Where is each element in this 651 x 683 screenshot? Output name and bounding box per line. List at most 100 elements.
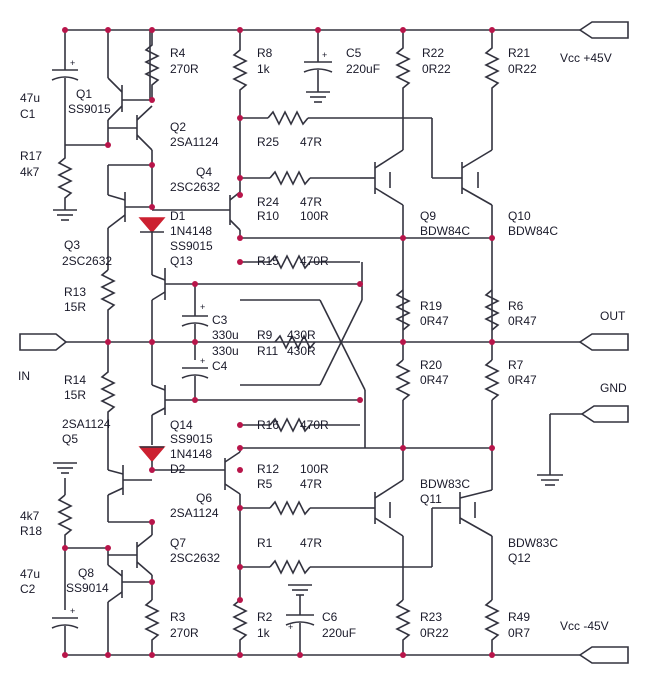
r10-value: 100R: [300, 209, 329, 223]
r9-value: 430R: [287, 328, 316, 342]
r20-value: 0R47: [420, 373, 449, 387]
q10-type: BDW84C: [508, 224, 558, 238]
r12-value: 100R: [300, 462, 329, 476]
q4-name: Q4: [196, 165, 212, 179]
svg-text:+: +: [200, 356, 205, 366]
c6-value: 220uF: [322, 626, 356, 640]
r4-name: R4: [170, 46, 186, 60]
r11-name: R11: [257, 344, 278, 358]
r22-name: R22: [422, 46, 444, 60]
r13-name: R13: [64, 285, 86, 299]
q5-type: 2SA1124: [62, 417, 111, 431]
c6-name: C6: [322, 610, 338, 624]
in-label: IN: [18, 369, 30, 383]
r1-resistor: [240, 508, 433, 575]
q6-transistor: [152, 448, 241, 600]
q14-type: SS9015: [170, 432, 213, 446]
r11-value: 430R: [287, 344, 316, 358]
q13-type: SS9015: [170, 239, 213, 253]
q11-name: Q11: [420, 492, 442, 506]
q2-transistor: [108, 105, 153, 205]
r2-resistor: [232, 599, 248, 655]
r1-name: R1: [257, 536, 273, 550]
output-rail: [155, 333, 629, 351]
r17-resistor: [53, 145, 77, 221]
q12-name: Q12: [508, 551, 531, 565]
r3-resistor: [144, 575, 160, 655]
q11-type: BDW83C: [420, 477, 470, 491]
r49-name: R49: [508, 610, 530, 624]
r2-value: 1k: [257, 626, 271, 640]
r5-resistor: [240, 500, 360, 516]
r10-name: R10: [257, 209, 279, 223]
svg-text:+: +: [322, 50, 327, 60]
c5-name: C5: [346, 46, 362, 60]
q1-transistor: [107, 30, 151, 145]
r14-resistor: [100, 342, 116, 470]
r49-resistor: [484, 599, 500, 655]
r23-resistor: [395, 599, 411, 655]
q5-transistor: [107, 465, 152, 523]
q13-transistor: [151, 268, 360, 342]
r16-value: 470R: [300, 418, 329, 432]
r18-name: R18: [20, 524, 42, 538]
d1-type: 1N4148: [170, 224, 212, 238]
r8-name: R8: [257, 46, 273, 60]
r18-value: 4k7: [20, 509, 40, 523]
d1-name: D1: [170, 209, 186, 223]
q10-name: Q10: [508, 209, 531, 223]
q4-type: 2SC2632: [170, 180, 220, 194]
cross-wires: [240, 262, 366, 448]
c2-name: C2: [20, 582, 36, 596]
r19-resistor: [395, 289, 411, 331]
d2-diode: [138, 446, 166, 470]
q7-name: Q7: [170, 536, 186, 550]
c3-capacitor: +: [181, 284, 209, 342]
q14-name: Q14: [170, 418, 193, 432]
gnd-label: GND: [600, 381, 627, 395]
r14-value: 15R: [64, 388, 86, 402]
text-labels: Vcc +45V Vcc -45V OUT GND IN 47u C1 Q1 S…: [18, 46, 627, 640]
r49-value: 0R7: [508, 626, 530, 640]
r15-resistor: [240, 254, 360, 270]
vcc-pos-label: Vcc +45V: [560, 51, 612, 65]
c3-name: C3: [212, 313, 228, 327]
q2-type: 2SA1124: [170, 135, 219, 149]
r22-resistor: [395, 30, 411, 150]
r19-value: 0R47: [420, 314, 449, 328]
r7-value: 0R47: [508, 373, 537, 387]
svg-text:+: +: [200, 302, 205, 312]
c5-capacitor: +: [303, 30, 333, 103]
r13-resistor: [100, 269, 116, 342]
q6-name: Q6: [196, 491, 212, 505]
q2-name: Q2: [170, 120, 186, 134]
r16-resistor: [240, 417, 360, 433]
r21-resistor: [484, 30, 500, 150]
r9-resistor: [274, 334, 316, 350]
r7-resistor: [484, 342, 500, 490]
c4-name: C4: [212, 359, 228, 373]
q8-type: SS9014: [66, 581, 109, 595]
q8-transistor: [107, 548, 152, 655]
r23-name: R23: [420, 610, 442, 624]
r5-value: 47R: [300, 477, 322, 491]
c2-capacitor: +: [51, 548, 79, 655]
q13-name: Q13: [170, 254, 193, 268]
r2-name: R2: [257, 610, 273, 624]
q12-type: BDW83C: [508, 536, 558, 550]
svg-text:+: +: [288, 622, 293, 632]
r3-name: R3: [170, 610, 186, 624]
c1-value: 47u: [20, 91, 40, 105]
r16-name: R16: [257, 418, 279, 432]
q1-type: SS9015: [68, 102, 111, 116]
r6-name: R6: [508, 299, 524, 313]
svg-text:+: +: [70, 606, 75, 616]
r24-name: R24: [257, 195, 279, 209]
q9-type: BDW84C: [420, 224, 470, 238]
q3-type: 2SC2632: [62, 254, 112, 268]
r6-resistor: [484, 289, 500, 331]
q1-name: Q1: [76, 87, 92, 101]
q7-transistor: [108, 522, 153, 576]
junction-dots: [62, 27, 495, 658]
r8-resistor: [232, 30, 248, 195]
